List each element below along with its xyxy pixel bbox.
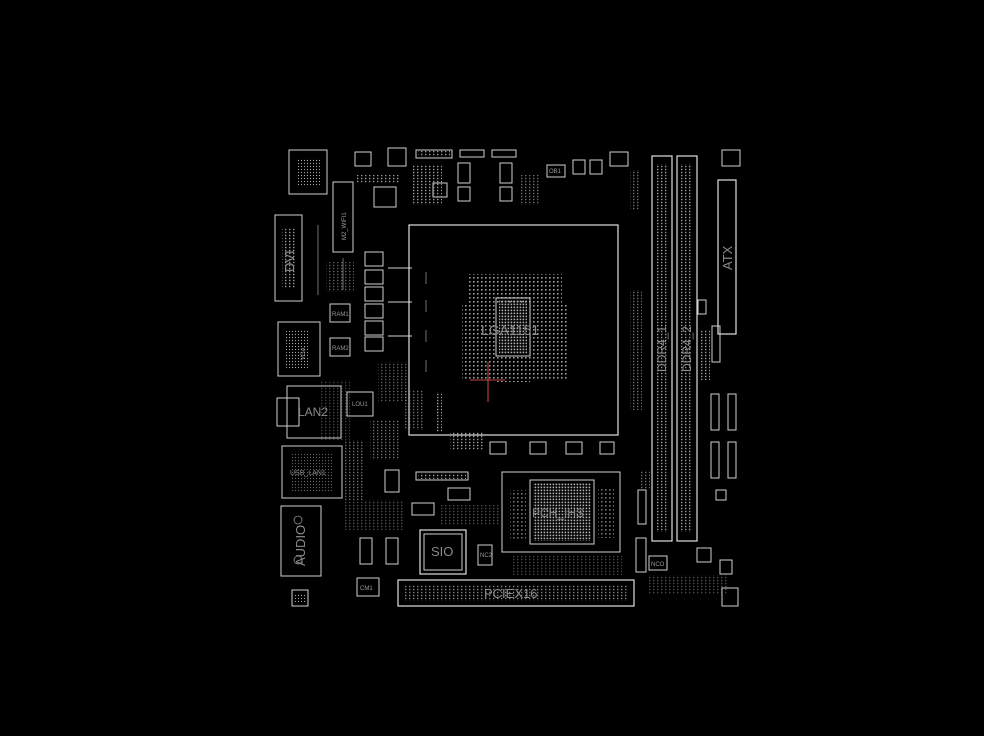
usb-lan-label: USB_LAN1 bbox=[290, 470, 326, 477]
vrm-area: RAM1 RAM2 LOU1 bbox=[326, 251, 412, 417]
atx-label: ATX bbox=[720, 245, 735, 270]
vga-connector bbox=[277, 321, 321, 377]
svg-text:M2_WIFI1: M2_WIFI1 bbox=[342, 212, 348, 240]
m2-slot bbox=[332, 181, 354, 253]
right-components: ATX NCO bbox=[648, 149, 741, 607]
sio-label: SIO bbox=[431, 544, 453, 559]
passive-components bbox=[320, 170, 650, 500]
dvi-connector bbox=[274, 214, 303, 302]
sio-area: SIO NC2 CM1 bbox=[345, 469, 622, 597]
dimm-slot-1 bbox=[651, 155, 673, 542]
top-components: OB1 M2_WIFI1 bbox=[317, 147, 629, 295]
vga-label: VGA bbox=[301, 347, 307, 360]
usb-lan-connector bbox=[281, 445, 343, 499]
cpu-socket: LGA1151 bbox=[408, 224, 619, 436]
pcie-slot-label: PCIEX16 bbox=[484, 586, 537, 601]
audio-connector bbox=[280, 505, 322, 577]
lan-chip-label: LOU1 bbox=[352, 402, 368, 408]
pcie-x16-slot: PCIEX16 bbox=[397, 579, 635, 607]
svg-text:NCO: NCO bbox=[651, 562, 665, 568]
svg-text:NC2: NC2 bbox=[480, 553, 493, 559]
svg-text:RAM2: RAM2 bbox=[332, 346, 349, 352]
svg-text:RAM1: RAM1 bbox=[332, 312, 349, 318]
dimm1-label: DDR4_1 bbox=[655, 326, 669, 372]
dimm2-label: DDR4_2 bbox=[680, 326, 694, 372]
io-connectors: DVI VGA LAN2 USB_LAN1 AUDIO bbox=[274, 149, 343, 607]
dimm-slots: DDR4_1 DDR4_2 bbox=[635, 155, 698, 573]
svg-text:OB1: OB1 bbox=[549, 169, 562, 175]
svg-text:CM1: CM1 bbox=[360, 586, 373, 592]
dvi-label: DVI bbox=[282, 250, 297, 272]
pch-area: PCH_IHS bbox=[450, 432, 621, 553]
pch-label: PCH_IHS bbox=[532, 506, 584, 520]
dimm-slot-2 bbox=[676, 155, 698, 542]
audio-label: AUDIO bbox=[293, 525, 308, 566]
atx-power-connector bbox=[717, 179, 737, 335]
cpu-socket-label: LGA1151 bbox=[481, 322, 539, 338]
